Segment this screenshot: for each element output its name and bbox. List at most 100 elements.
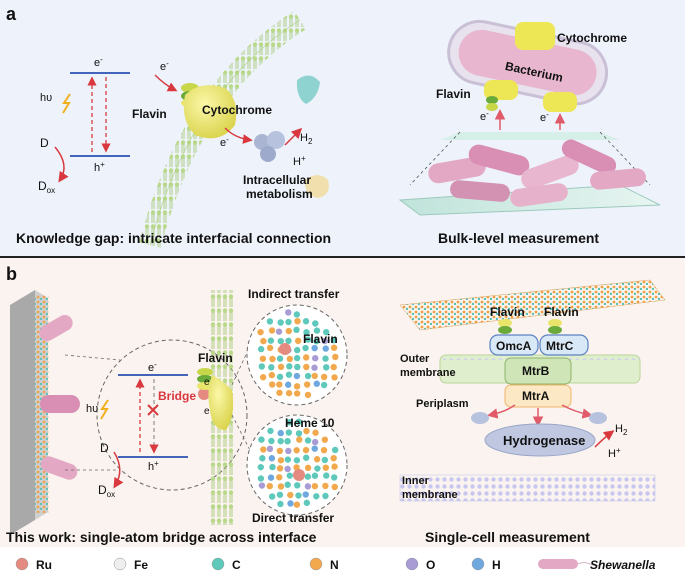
hydrogenase-enzyme	[484, 423, 596, 457]
atom	[320, 381, 328, 389]
atom	[321, 337, 328, 345]
atom	[276, 389, 283, 396]
atom	[268, 371, 276, 379]
atom	[330, 474, 338, 481]
atom	[323, 364, 330, 371]
atom	[293, 354, 301, 362]
legend-swatch-c	[211, 557, 225, 571]
atom	[321, 456, 329, 464]
atom	[323, 472, 330, 479]
atom	[312, 354, 319, 362]
atom	[303, 363, 310, 371]
atom	[322, 328, 330, 336]
atom	[286, 363, 293, 370]
atom	[284, 381, 292, 388]
legend-label-o: O	[426, 558, 435, 572]
atom	[293, 346, 301, 354]
caption-b-right: Single-cell measurement	[425, 529, 590, 545]
atom	[294, 317, 301, 325]
atom	[313, 380, 320, 387]
atom	[276, 465, 284, 472]
atom	[311, 482, 319, 490]
legend-swatch-fe	[113, 557, 127, 571]
atom	[285, 337, 292, 345]
atom	[268, 381, 276, 388]
donor-label-b: D	[100, 441, 109, 455]
zoom-plate	[440, 132, 620, 140]
legend-label-c: C	[232, 558, 241, 572]
atom	[302, 446, 310, 454]
atom	[294, 482, 301, 489]
atom	[322, 482, 329, 490]
band-diagram-a	[62, 72, 130, 157]
donor-ox-label-a: Dox	[38, 179, 55, 195]
caption-a-right: Bulk-level measurement	[438, 230, 599, 246]
atom	[294, 363, 301, 371]
atom	[321, 436, 329, 443]
metabolite-icon-teal	[296, 75, 320, 104]
lightning-icon	[62, 93, 71, 114]
atom	[286, 355, 294, 363]
atom	[304, 483, 312, 490]
atom	[267, 337, 275, 344]
atom	[276, 491, 284, 498]
small-enzyme-icons	[471, 412, 607, 424]
atom	[313, 493, 320, 500]
donor-ox-label-b: Dox	[98, 483, 115, 499]
atom	[266, 318, 274, 325]
atom	[331, 483, 338, 491]
atom	[304, 464, 312, 472]
legend-label-fe: Fe	[134, 558, 148, 572]
atom	[277, 457, 285, 464]
flavin-pair-icons	[498, 319, 562, 334]
atom	[268, 437, 275, 445]
heme-label: Heme 10	[285, 416, 335, 430]
atom	[259, 455, 266, 462]
atom	[293, 447, 300, 454]
ru-bridge-atom	[198, 388, 210, 400]
electron-label-right-2: e-	[540, 110, 549, 124]
metabolite-icon-beige	[304, 175, 329, 198]
atom	[266, 482, 273, 490]
atom	[311, 372, 318, 380]
atom	[268, 364, 275, 371]
periplasm-label: Periplasm	[416, 398, 469, 410]
electron-label-a1: e-	[160, 59, 169, 73]
mtrb-protein	[504, 357, 572, 385]
atom	[259, 374, 267, 381]
atom	[332, 353, 339, 361]
atom	[260, 446, 267, 453]
atom	[293, 326, 300, 334]
atom	[322, 492, 329, 500]
legend-label-n: N	[330, 558, 339, 572]
atom	[304, 437, 312, 444]
inner-membrane	[399, 474, 656, 502]
inner-membrane-label-2: membrane	[402, 489, 458, 501]
atom	[284, 456, 292, 463]
atom	[311, 364, 318, 371]
mtra-protein	[504, 384, 572, 408]
metabolism-label-1: Intracellular	[243, 173, 311, 187]
atom	[285, 327, 292, 335]
atom	[304, 391, 312, 399]
legend-swatch-n	[309, 557, 323, 571]
flavin-label-a: Flavin	[132, 107, 167, 121]
atom	[275, 328, 283, 335]
atom	[276, 381, 283, 388]
panel-divider	[0, 256, 685, 258]
omca-label: OmcA	[496, 339, 532, 353]
outer-membrane-label-1: Outer	[400, 353, 430, 365]
ru-atom	[279, 343, 291, 355]
flavin-icon-right-2	[543, 92, 577, 112]
atom	[258, 482, 266, 489]
atom	[320, 446, 328, 454]
blocked-cross-icon	[147, 404, 159, 416]
atom	[313, 338, 320, 345]
atom	[302, 344, 309, 352]
flavin-icon-right-1	[484, 80, 518, 111]
atom	[277, 429, 284, 437]
atom	[322, 355, 329, 362]
atom	[285, 371, 293, 378]
atom	[277, 483, 285, 490]
atom	[276, 373, 284, 381]
